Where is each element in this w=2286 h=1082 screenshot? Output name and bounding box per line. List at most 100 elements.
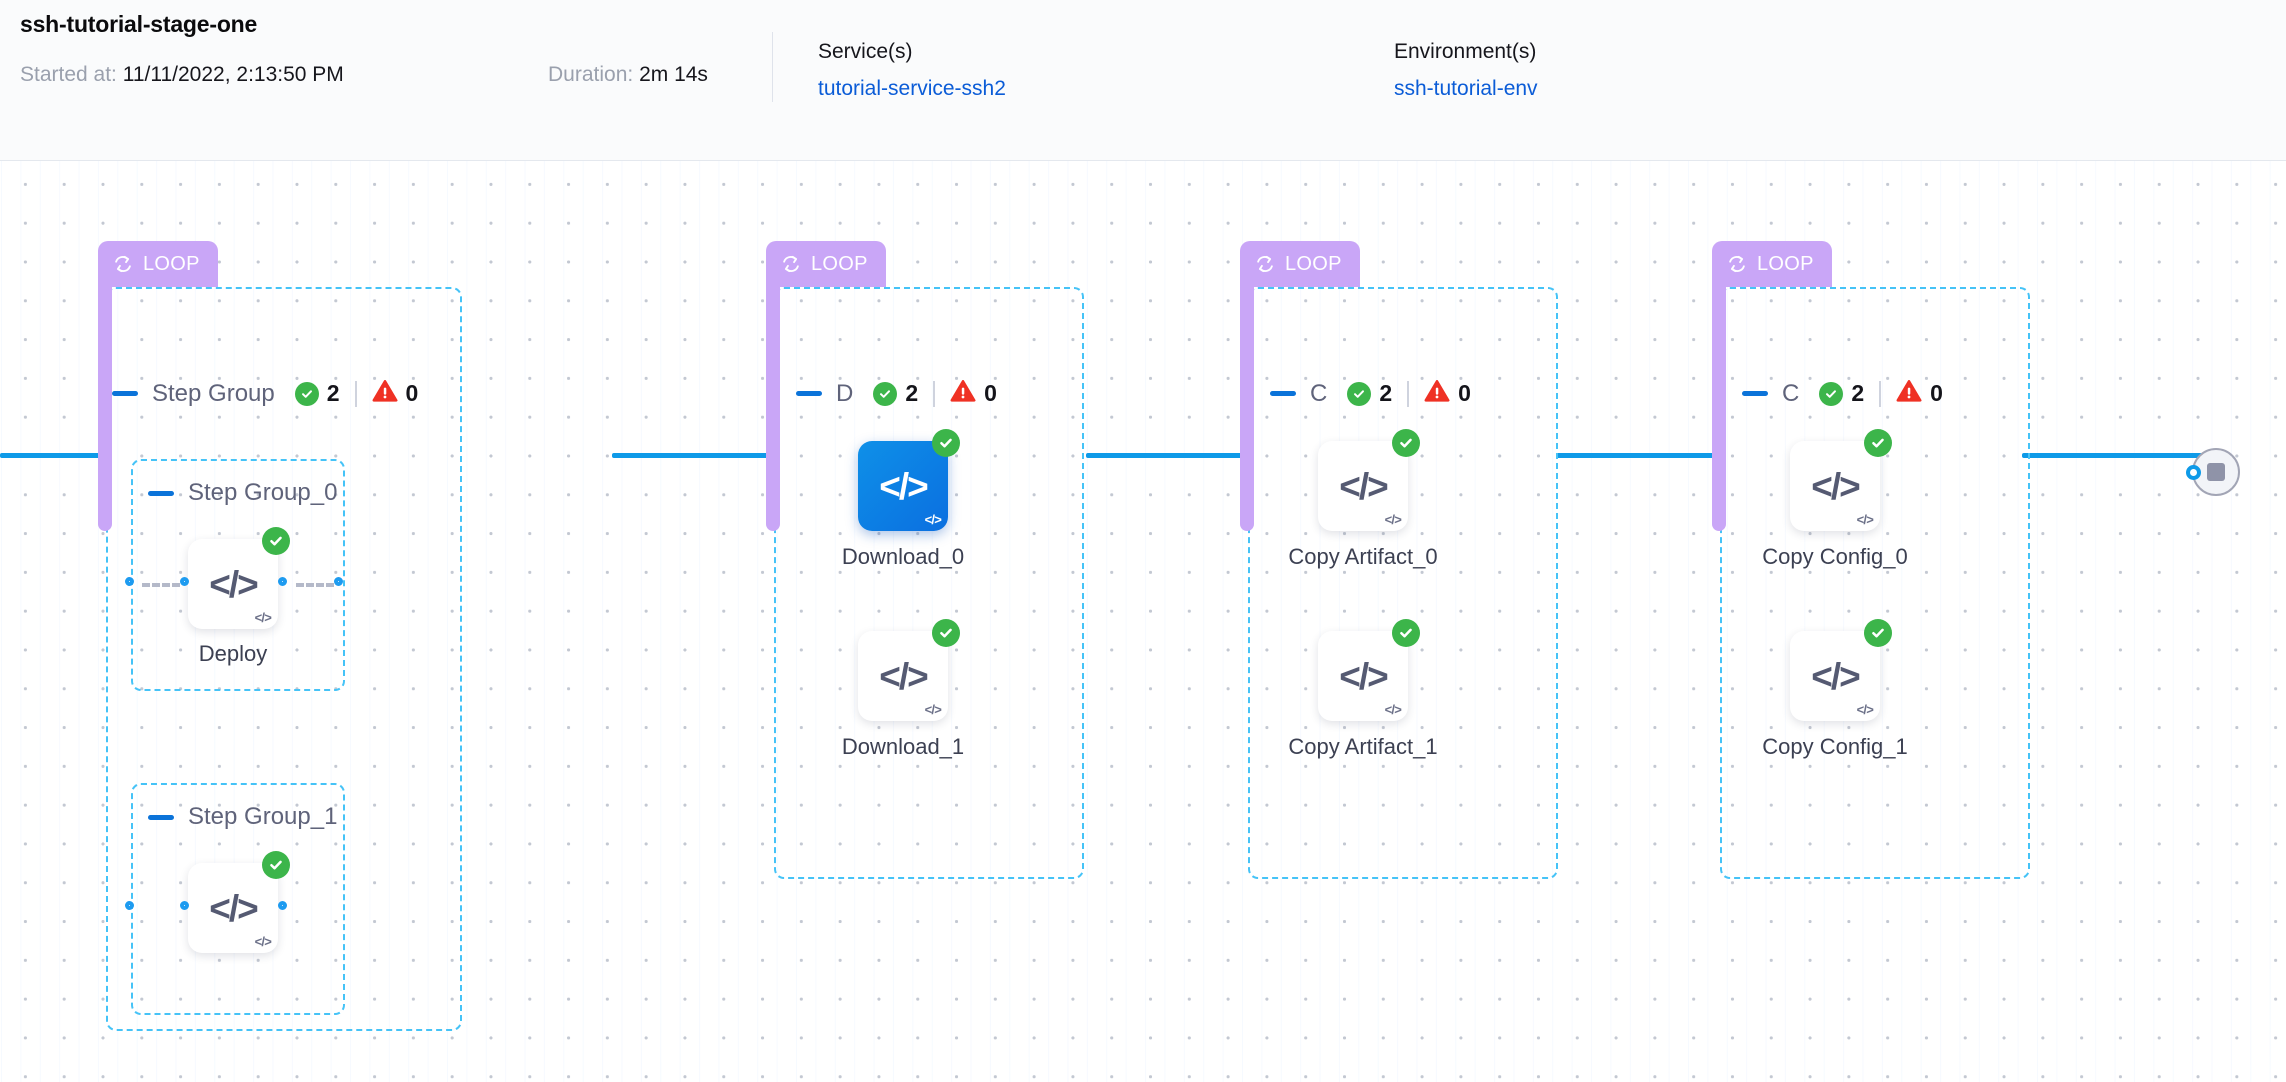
dashed-connector-left — [142, 583, 180, 587]
step-node-download-0[interactable]: </> </> — [858, 429, 960, 531]
count-divider — [354, 380, 357, 407]
collapse-minus-icon[interactable] — [148, 490, 174, 496]
step-node-label-download-1: Download_1 — [841, 734, 965, 759]
environments-label: Environment(s) — [1394, 40, 1537, 63]
environments-column: Environment(s) ssh-tutorial-env — [1394, 40, 1538, 101]
code-brackets-corner-icon: </> — [924, 512, 942, 527]
code-brackets-corner-icon: </> — [254, 934, 272, 949]
code-brackets-icon: </> — [879, 655, 928, 697]
error-warning-triangle-icon — [1424, 379, 1450, 408]
code-brackets-icon: </> — [1339, 655, 1388, 697]
success-count-value: 2 — [1851, 380, 1865, 406]
node-status-success-badge — [1864, 429, 1892, 457]
download-group-boundary[interactable] — [774, 287, 1084, 879]
copy-artifact-group-boundary[interactable] — [1248, 287, 1558, 879]
end-node-input-port[interactable] — [2186, 465, 2201, 480]
collapse-minus-icon[interactable] — [796, 391, 822, 396]
count-divider — [933, 380, 936, 407]
node-output-port-deploy-1[interactable] — [278, 901, 287, 910]
group-status-counts: 2 0 — [1819, 379, 1943, 408]
error-count-value: 0 — [1458, 380, 1471, 406]
success-check-icon — [294, 381, 319, 406]
success-count: 2 — [873, 380, 918, 407]
code-brackets-icon: </> — [209, 563, 258, 605]
step-node-copy-artifact-0[interactable]: </> </> — [1318, 429, 1420, 531]
collapse-minus-icon[interactable] — [1270, 391, 1296, 396]
subgroup-title: Step Group_1 — [188, 803, 338, 830]
error-count: 0 — [372, 379, 419, 408]
subgroup-left-port[interactable] — [125, 577, 134, 586]
loop-badge[interactable]: LOOP — [1712, 241, 1832, 287]
services-column: Service(s) tutorial-service-ssh2 — [818, 40, 1006, 101]
code-brackets-corner-icon: </> — [254, 610, 272, 625]
stop-square-icon — [2207, 463, 2225, 481]
step-node-label-deploy: Deploy — [198, 641, 268, 666]
step-node-download-1[interactable]: </> </> — [858, 619, 960, 721]
download-group-header: D 2 — [796, 379, 997, 408]
success-check-icon — [873, 381, 898, 406]
error-count: 0 — [1424, 379, 1471, 408]
collapse-minus-icon[interactable] — [148, 814, 174, 820]
loop-side-bar — [98, 281, 112, 531]
group-status-counts: 2 0 — [1347, 379, 1471, 408]
error-warning-triangle-icon — [950, 379, 976, 408]
edge-group1-to-group2 — [612, 453, 774, 458]
pipeline-graph-canvas[interactable]: LOOP Step Group 2 — [0, 161, 2286, 1082]
services-label: Service(s) — [818, 40, 913, 63]
loop-badge-label: LOOP — [143, 252, 200, 275]
loop-group-copy-config: LOOP C 2 — [1712, 241, 2030, 881]
subgroup-1-left-port[interactable] — [125, 901, 134, 910]
step-group-boundary[interactable] — [106, 287, 462, 1031]
group-title: C — [1782, 379, 1800, 407]
success-count-value: 2 — [326, 380, 340, 406]
code-brackets-icon: </> — [1811, 465, 1860, 507]
success-count-value: 2 — [905, 380, 919, 406]
subgroup-step-group-0-boundary[interactable] — [131, 459, 345, 691]
subgroup-step-group-0-header: Step Group_0 — [148, 479, 337, 507]
stage-header: ssh-tutorial-stage-one Started at: 11/11… — [0, 0, 2286, 161]
collapse-minus-icon[interactable] — [1742, 391, 1768, 396]
node-status-success-badge — [932, 619, 960, 647]
node-status-success-badge — [262, 851, 290, 879]
loop-badge[interactable]: LOOP — [1240, 241, 1360, 287]
loop-badge[interactable]: LOOP — [766, 241, 886, 287]
loop-badge[interactable]: LOOP — [98, 241, 218, 287]
subgroup-step-group-1-boundary[interactable] — [131, 783, 345, 1015]
loop-side-bar — [766, 281, 780, 531]
step-node-copy-artifact-1[interactable]: </> </> — [1318, 619, 1420, 721]
group-title: Step Group — [152, 379, 275, 407]
collapse-minus-icon[interactable] — [112, 391, 138, 396]
group-title: D — [836, 379, 854, 407]
node-input-port-deploy[interactable] — [180, 577, 189, 586]
edge-group4-to-end — [2022, 453, 2202, 458]
edge-start-to-group1 — [0, 453, 108, 458]
node-output-port-deploy[interactable] — [278, 577, 287, 586]
step-node-copy-config-1[interactable]: </> </> — [1790, 619, 1892, 721]
loop-icon — [783, 255, 799, 273]
node-status-success-badge — [1392, 429, 1420, 457]
copy-config-group-header: C 2 — [1742, 379, 1943, 408]
code-brackets-icon: </> — [879, 465, 928, 507]
copy-config-group-boundary[interactable] — [1720, 287, 2030, 879]
node-status-success-badge — [262, 527, 290, 555]
group-status-counts: 2 0 — [873, 379, 997, 408]
subgroup-right-port[interactable] — [334, 577, 343, 586]
step-node-label-download-0: Download_0 — [841, 544, 965, 569]
dashed-connector-right — [296, 583, 334, 587]
step-node-label-copy-config-1: Copy Config_1 — [1762, 734, 1908, 759]
step-node-copy-config-0[interactable]: </> </> — [1790, 429, 1892, 531]
step-node-deploy-1[interactable]: </> </> — [188, 851, 290, 953]
started-at-meta: Started at: 11/11/2022, 2:13:50 PM — [20, 63, 344, 87]
node-input-port-deploy-1[interactable] — [180, 901, 189, 910]
loop-icon — [1257, 255, 1273, 273]
loop-side-bar — [1712, 281, 1726, 531]
step-node-label-copy-config-0: Copy Config_0 — [1762, 544, 1908, 569]
group-title: C — [1310, 379, 1328, 407]
code-brackets-corner-icon: </> — [1384, 702, 1402, 717]
step-node-deploy[interactable]: </> </> — [188, 527, 290, 629]
environment-link[interactable]: ssh-tutorial-env — [1394, 77, 1538, 100]
service-link[interactable]: tutorial-service-ssh2 — [818, 77, 1006, 100]
node-status-success-badge — [1864, 619, 1892, 647]
error-count-value: 0 — [405, 380, 419, 406]
